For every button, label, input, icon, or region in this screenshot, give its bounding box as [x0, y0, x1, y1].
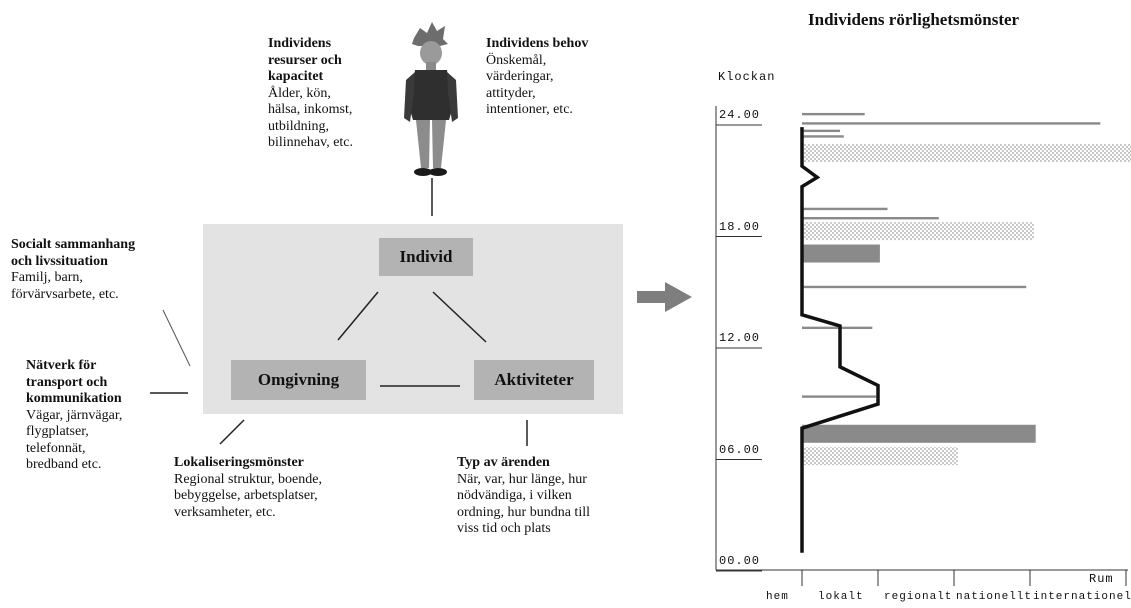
x-axis-label: Rum — [1089, 572, 1114, 586]
x-tick-label: hem — [766, 591, 789, 603]
node-aktiviteter: Aktiviteter — [474, 360, 594, 400]
activity-bar — [802, 447, 958, 466]
resources-text: Individens resurser och kapacitet Ålder,… — [268, 36, 354, 150]
x-tick-label: lokalt — [818, 591, 864, 603]
activity-bar — [802, 244, 880, 263]
activity-bar — [802, 395, 877, 398]
location-path-line — [800, 127, 880, 553]
activity-bar — [802, 129, 840, 133]
y-tick-label: 00.00 — [719, 554, 761, 568]
y-tick-label: 18.00 — [719, 219, 761, 234]
localization-text: Lokaliseringsmönster Regional struktur, … — [174, 455, 322, 520]
activity-bar — [802, 285, 1027, 289]
x-tick-label: internationell — [1033, 591, 1131, 603]
activity-bar — [802, 144, 1131, 163]
activity-bar — [802, 217, 939, 220]
social-text: Socialt sammanhang och livssituation Fam… — [11, 237, 136, 302]
y-tick-label: 06.00 — [719, 442, 761, 457]
needs-text: Individens behov Önskemål, värderingar, … — [486, 36, 589, 117]
y-axis-label: Klockan — [718, 70, 776, 84]
node-omgivning: Omgivning — [231, 360, 366, 400]
errands-text: Typ av ärenden När, var, hur länge, hur … — [457, 455, 590, 536]
y-tick-label: 12.00 — [719, 331, 761, 345]
node-individ: Individ — [379, 238, 473, 276]
activity-bar — [802, 424, 1036, 443]
activity-bar — [802, 135, 844, 138]
y-tick-label: 24.00 — [719, 108, 761, 122]
chart-title: Individens rörlighetsmönster — [808, 10, 1020, 29]
activity-bar — [802, 207, 888, 211]
activity-bar — [802, 222, 1034, 241]
network-text: Nätverk för transport och kommunikation … — [26, 358, 123, 472]
activity-bar — [802, 112, 865, 116]
activity-bar — [802, 326, 873, 330]
x-tick-label: nationellt — [956, 591, 1033, 603]
activity-bar — [802, 122, 1101, 125]
x-tick-label: regionalt — [884, 591, 953, 603]
